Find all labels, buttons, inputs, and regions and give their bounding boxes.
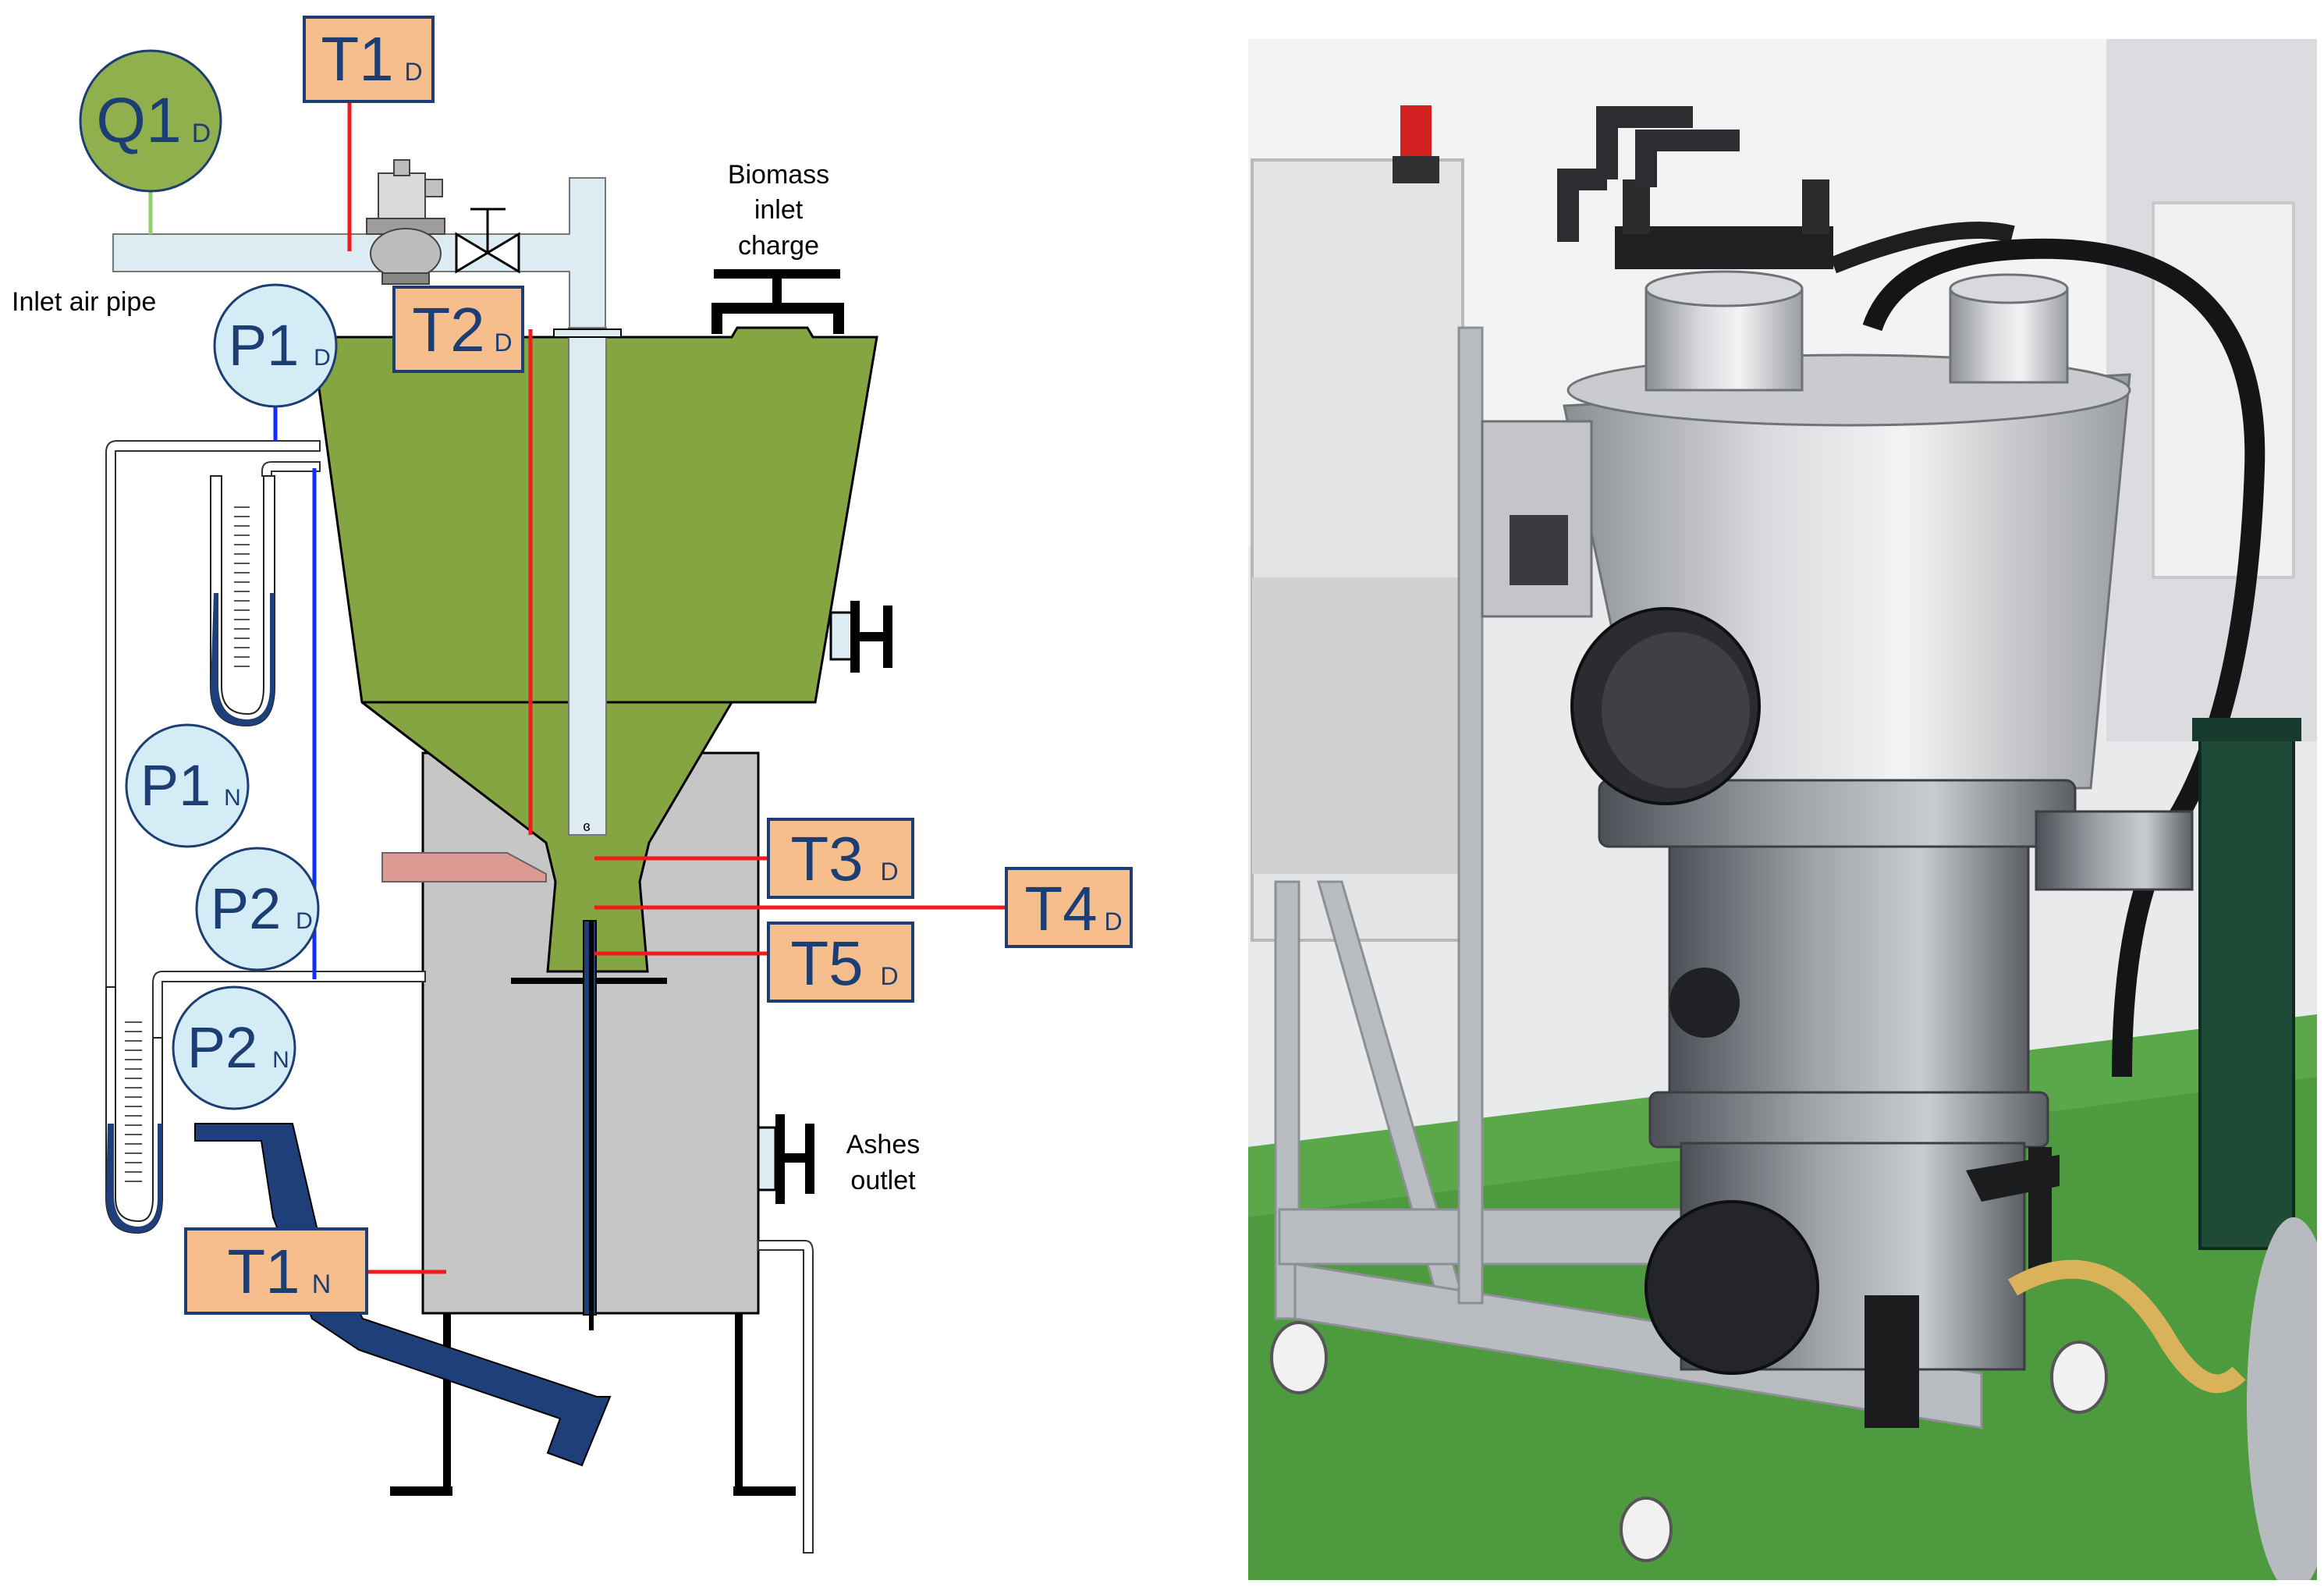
sensor-t1d-label: T1 — [321, 24, 393, 94]
sensor-t2d-sub: D — [494, 328, 512, 357]
central-air-pipe — [568, 327, 607, 836]
sensor-t4d: T4 D — [1005, 867, 1133, 948]
sensor-t2d-label: T2 — [412, 295, 484, 364]
ash-outlet-valve — [757, 1114, 814, 1204]
biomass-inlet-label-2: inlet — [754, 195, 804, 225]
pressure-tube-lower — [152, 971, 426, 1039]
sensor-t3d: T3 D — [767, 818, 914, 899]
sensor-t5d: T5 D — [767, 922, 914, 1003]
sensor-t1n-label: T1 — [227, 1237, 300, 1306]
ashes-outlet-label-1: Ashes — [846, 1130, 921, 1160]
sensor-q1d: Q1 D — [79, 49, 222, 193]
sensor-t4d-label: T4 — [1024, 874, 1097, 943]
pressure-tube-outer — [105, 440, 321, 988]
sensor-p1n: P1 N — [125, 723, 250, 848]
sensor-p1d-sub: D — [314, 345, 331, 371]
gasifier-photo — [1248, 39, 2317, 1580]
schematic: ɞ — [12, 16, 1133, 1554]
biomass-inlet-label-3: charge — [738, 231, 819, 261]
sensor-p2n-label: P2 — [187, 1015, 258, 1080]
outlet-pipe-right — [758, 1240, 814, 1554]
sensor-t1n: T1 N — [184, 1227, 368, 1315]
sensor-q1d-label: Q1 — [96, 85, 181, 156]
central-pipe-flange — [553, 328, 622, 338]
air-pipe-elbow — [514, 177, 606, 328]
sensor-t2d: T2 D — [392, 286, 524, 373]
manometer-lower — [105, 986, 163, 1234]
sensor-p2n: P2 N — [172, 985, 296, 1110]
biomass-inlet-label-1: Biomass — [728, 160, 829, 190]
sensor-t3d-label: T3 — [790, 824, 863, 893]
ashes-outlet-label-2: outlet — [850, 1166, 916, 1195]
sensor-p1d: P1 D — [213, 283, 338, 408]
solenoid-valve — [366, 159, 445, 285]
manual-valve — [455, 208, 520, 274]
support-legs — [390, 1313, 796, 1496]
sensor-p2n-sub: N — [272, 1047, 289, 1073]
sensor-t5d-sub: D — [880, 962, 898, 990]
probe-rod — [589, 921, 594, 1330]
biomass-inlet-flange — [711, 269, 844, 334]
sensor-t3d-sub: D — [880, 858, 898, 886]
sensor-t5d-label: T5 — [790, 929, 863, 998]
sensor-t1d: T1 D — [303, 16, 435, 103]
pressure-tube-inner — [261, 461, 321, 477]
pipe-tip-mark: ɞ — [583, 819, 590, 834]
side-air-inlet — [381, 852, 547, 883]
sensor-t1n-sub: N — [312, 1270, 332, 1299]
sensor-p1d-label: P1 — [229, 313, 300, 378]
sensor-p1n-label: P1 — [140, 753, 211, 818]
sensor-t4d-sub: D — [1104, 907, 1122, 936]
inlet-air-pipe-label: Inlet air pipe — [12, 287, 156, 317]
sensor-p2d-sub: D — [296, 908, 313, 934]
sensor-p2d-label: P2 — [211, 876, 282, 941]
hopper-side-valve — [829, 601, 892, 673]
sensor-q1d-sub: D — [192, 119, 211, 148]
manometer-upper — [210, 475, 275, 727]
sensor-p1n-sub: N — [224, 785, 241, 811]
sensor-p2d: P2 D — [195, 847, 320, 971]
sensor-t1d-sub: D — [404, 58, 422, 86]
